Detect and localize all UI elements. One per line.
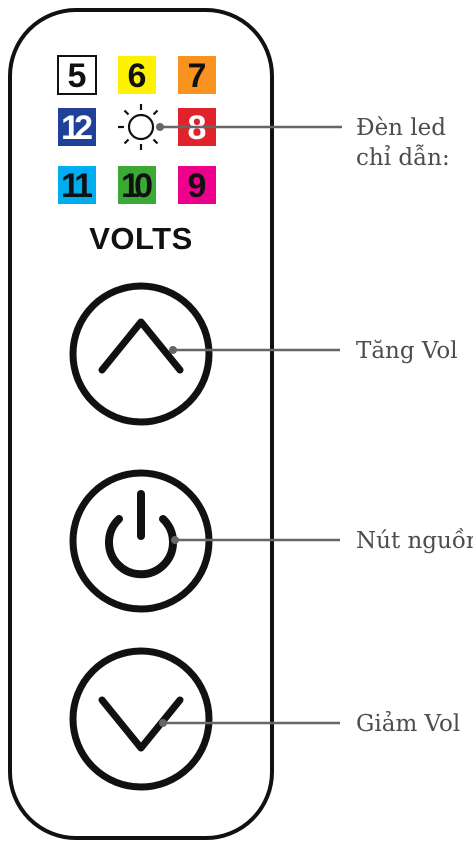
voltage-indicator-11: 11 [58,166,96,205]
voltage-indicator-box [178,166,216,204]
voltage-indicator-box [118,166,156,204]
callout-volume-up: Tăng Vol [356,338,458,364]
voltage-indicator-label: 9 [188,167,207,205]
callout-lines [156,123,342,727]
voltage-indicator-label: 6 [128,57,147,95]
voltage-indicator-box [58,108,96,146]
callout-line-volume-down [159,719,340,727]
voltage-indicator-box [178,56,216,94]
voltage-indicator-box [118,56,156,94]
volume-up-button[interactable] [69,282,213,426]
callout-power: Nút nguồn [356,528,473,554]
voltage-indicator-5: 5 [57,55,97,95]
volume-down-button[interactable] [69,647,213,791]
callout-led-line2: chỉ dẫn: [356,145,450,171]
voltage-indicator-label: 11 [61,167,93,205]
voltage-indicator-9: 9 [178,166,216,205]
callout-line-volume-up [169,346,340,354]
voltage-indicator-label: 10 [121,167,153,205]
callout-led-line1: Đèn led [356,115,446,141]
voltage-indicator-7: 7 [178,56,216,95]
voltage-indicator-label: 12 [61,109,93,147]
voltage-indicator-box [57,55,97,95]
callout-line-led [156,123,342,131]
chevron-down-icon [98,696,184,752]
callout-line-power [171,536,340,544]
callout-volume-down: Giảm Vol [356,711,460,737]
voltage-indicator-label: 5 [68,57,87,95]
voltage-indicator-6: 6 [118,56,156,95]
voltage-indicator-10: 10 [118,166,156,205]
voltage-indicator-box [58,166,96,204]
volts-label: VOLTS [89,221,193,256]
chevron-up-icon [98,318,184,374]
volume-down-button-ring[interactable] [69,647,213,791]
voltage-indicator-label: 7 [188,57,207,95]
volume-up-button-ring[interactable] [69,282,213,426]
voltage-indicator-12: 12 [58,108,96,147]
